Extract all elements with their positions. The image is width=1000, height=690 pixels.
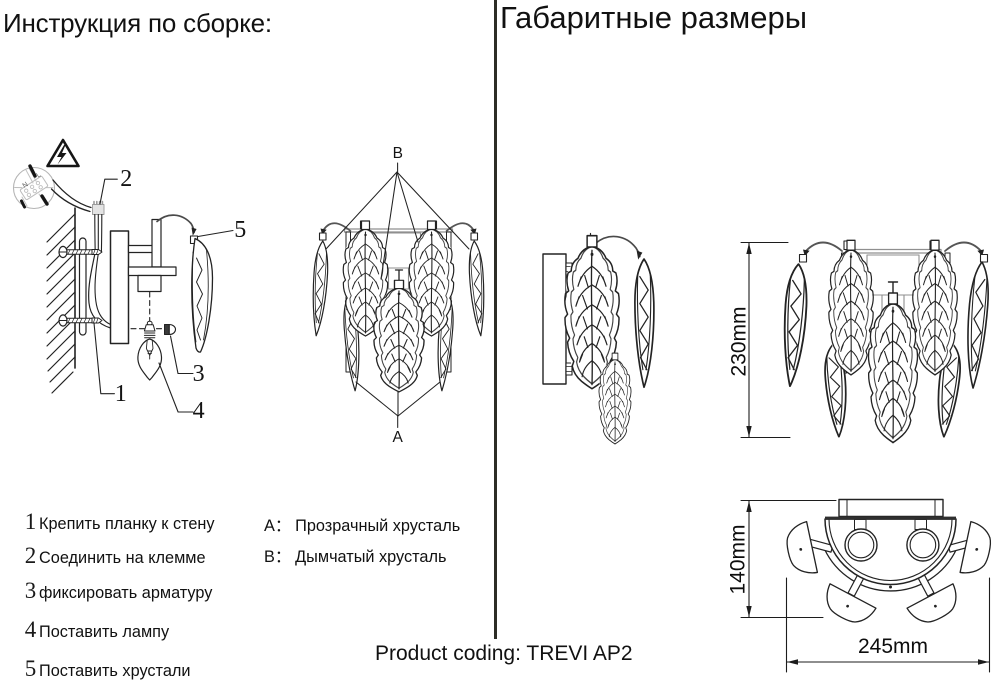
- page-title-right: Габаритные размеры: [500, 0, 808, 35]
- step-text: Поставить лампу: [39, 623, 170, 641]
- legend-item-a: A： Прозрачный хрусталь: [264, 512, 460, 536]
- legend-item-b: B： Дымчатый хрусталь: [264, 543, 446, 567]
- side-view: [542, 232, 655, 444]
- legend-text-b: Дымчатый хрусталь: [295, 547, 447, 566]
- dimension-lines: [740, 241, 991, 673]
- fixture-backplate: [109, 230, 130, 345]
- section-divider: [494, 0, 497, 639]
- dim-width: 245mm: [858, 635, 929, 658]
- assembly-diagram: [12, 138, 234, 413]
- assembly-step-2: 2 Соединить на клемме: [24, 543, 206, 569]
- step-number: 4: [24, 617, 37, 642]
- dim-depth: 140mm: [726, 524, 750, 595]
- electric-hazard-icon: [46, 138, 80, 168]
- step-number: 3: [24, 578, 37, 603]
- callout-5: 5: [234, 217, 247, 243]
- assembly-step-5: 5 Поставить хрустали: [24, 656, 191, 682]
- product-coding: Product coding: TREVI AP2: [375, 642, 633, 665]
- label-a: A: [392, 428, 403, 446]
- label-b: B: [392, 145, 403, 163]
- step-number: 5: [24, 656, 37, 681]
- callout-1: 1: [114, 381, 127, 407]
- front-view: [778, 240, 992, 442]
- step-text: фиксировать арматуру: [39, 584, 213, 602]
- step-text: Соединить на клемме: [39, 549, 206, 567]
- legend-key-a: A：: [264, 517, 292, 535]
- crystal-legend-view: [310, 162, 488, 429]
- callout-4: 4: [192, 397, 205, 424]
- callout-3: 3: [192, 361, 205, 387]
- assembly-step-3: 3 фиксировать арматуру: [24, 578, 213, 604]
- step-number: 1: [24, 509, 37, 534]
- dim-height: 230mm: [727, 306, 751, 377]
- assembly-step-1: 1 Крепить планку к стену: [24, 509, 215, 535]
- step-text: Поставить хрустали: [39, 662, 191, 680]
- candle-bulb: [137, 338, 163, 381]
- callout-2: 2: [120, 165, 133, 192]
- page-title-left: Инструкция по сборке:: [3, 8, 272, 38]
- mounting-strip: [78, 237, 87, 336]
- legend-key-b: B：: [264, 547, 292, 566]
- top-view: [782, 498, 996, 631]
- step-text: Крепить планку к стену: [39, 515, 215, 533]
- legend-text-a: Прозрачный хрусталь: [295, 517, 461, 535]
- assembly-step-4: 4 Поставить лампу: [24, 617, 169, 643]
- step-number: 2: [24, 543, 37, 568]
